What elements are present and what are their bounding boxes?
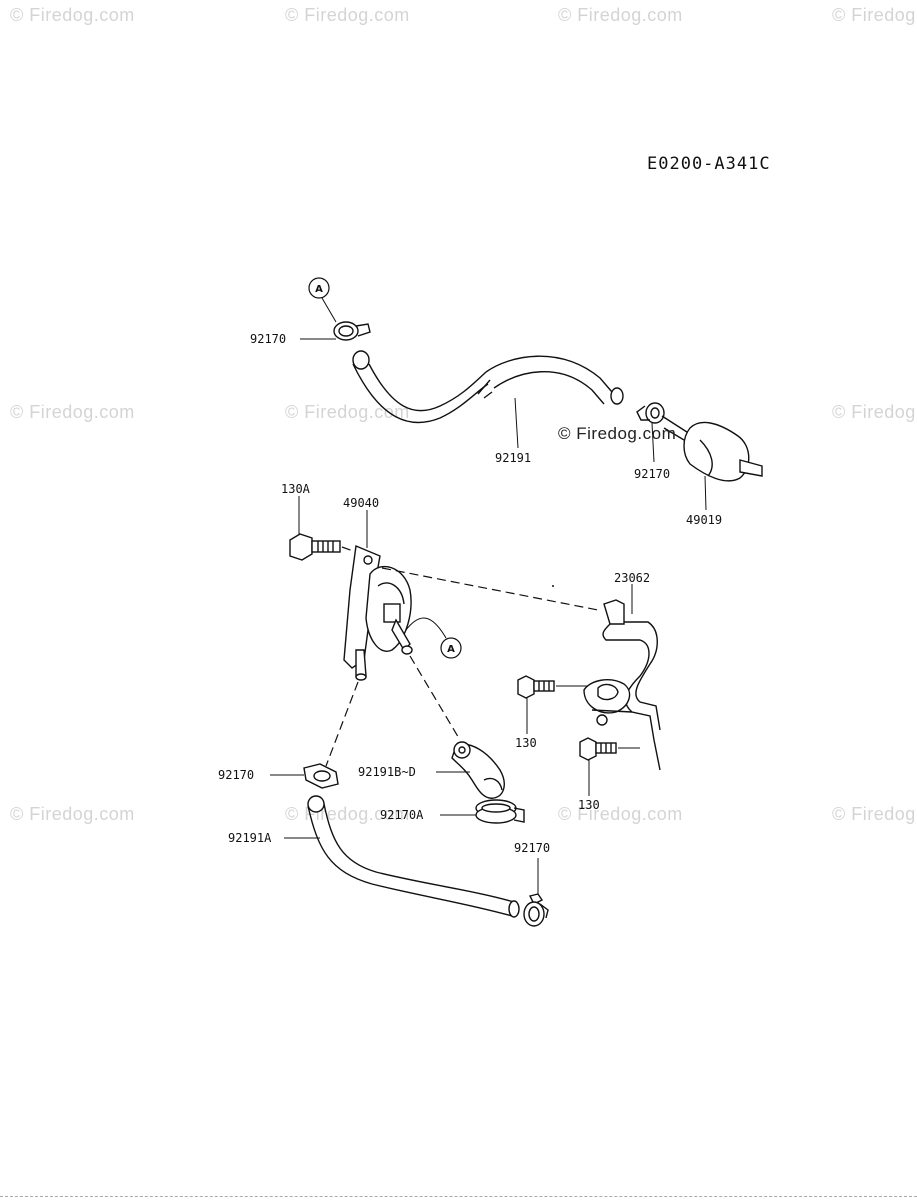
watermark-11: © Firedog.com [832,804,917,824]
label-130-lower: 130 [578,798,600,812]
label-92191-top: 92191 [495,451,531,465]
watermark-1: © Firedog.com [10,5,135,25]
watermark-2: © Firedog.com [285,5,410,25]
callout-a-top: A [308,277,337,323]
bolt-130-upper [517,675,555,699]
label-130A: 130A [281,482,311,496]
label-49019: 49019 [686,513,722,527]
callout-a-top-label: A [315,284,323,295]
fuel-filter [661,415,763,482]
watermark-4: © Firedog.com [832,5,917,25]
watermark-3: © Firedog.com [558,5,683,25]
callout-a-pump-label: A [447,644,455,655]
label-92191A: 92191A [228,831,272,845]
clamp-bottom [523,893,549,927]
diagram-code: E0200-A341C [647,154,771,174]
clamp-filter [636,402,665,424]
watermark-12: © Firedog.com [558,424,677,443]
watermark-10: © Firedog.com [558,804,683,824]
bolt-130a [289,533,341,561]
watermark-8: © Firedog.com [10,804,135,824]
watermark-7: © Firedog.com [832,402,917,422]
watermark-5: © Firedog.com [10,402,135,422]
label-92170-left: 92170 [218,768,254,782]
watermark-6: © Firedog.com [285,402,410,422]
bolt-130-lower [579,737,617,761]
label-92170-top: 92170 [250,332,286,346]
fuel-pump [343,545,413,681]
bottom-rule [0,1196,917,1197]
label-92170A: 92170A [380,808,424,822]
clamp-92170a [475,799,525,824]
label-49040: 49040 [343,496,379,510]
label-130-upper: 130 [515,736,537,750]
clamp-left [303,763,339,789]
label-92170-filter: 92170 [634,467,670,481]
hose-elbow [451,741,505,799]
clamp-top [333,321,371,341]
label-23062: 23062 [614,571,650,585]
label-92191B-D: 92191B~D [358,765,416,779]
bracket [583,599,661,771]
hose-top [352,350,624,424]
callout-a-pump: A [405,617,462,659]
hose-92191a [307,795,520,918]
label-92170-bottom: 92170 [514,841,550,855]
